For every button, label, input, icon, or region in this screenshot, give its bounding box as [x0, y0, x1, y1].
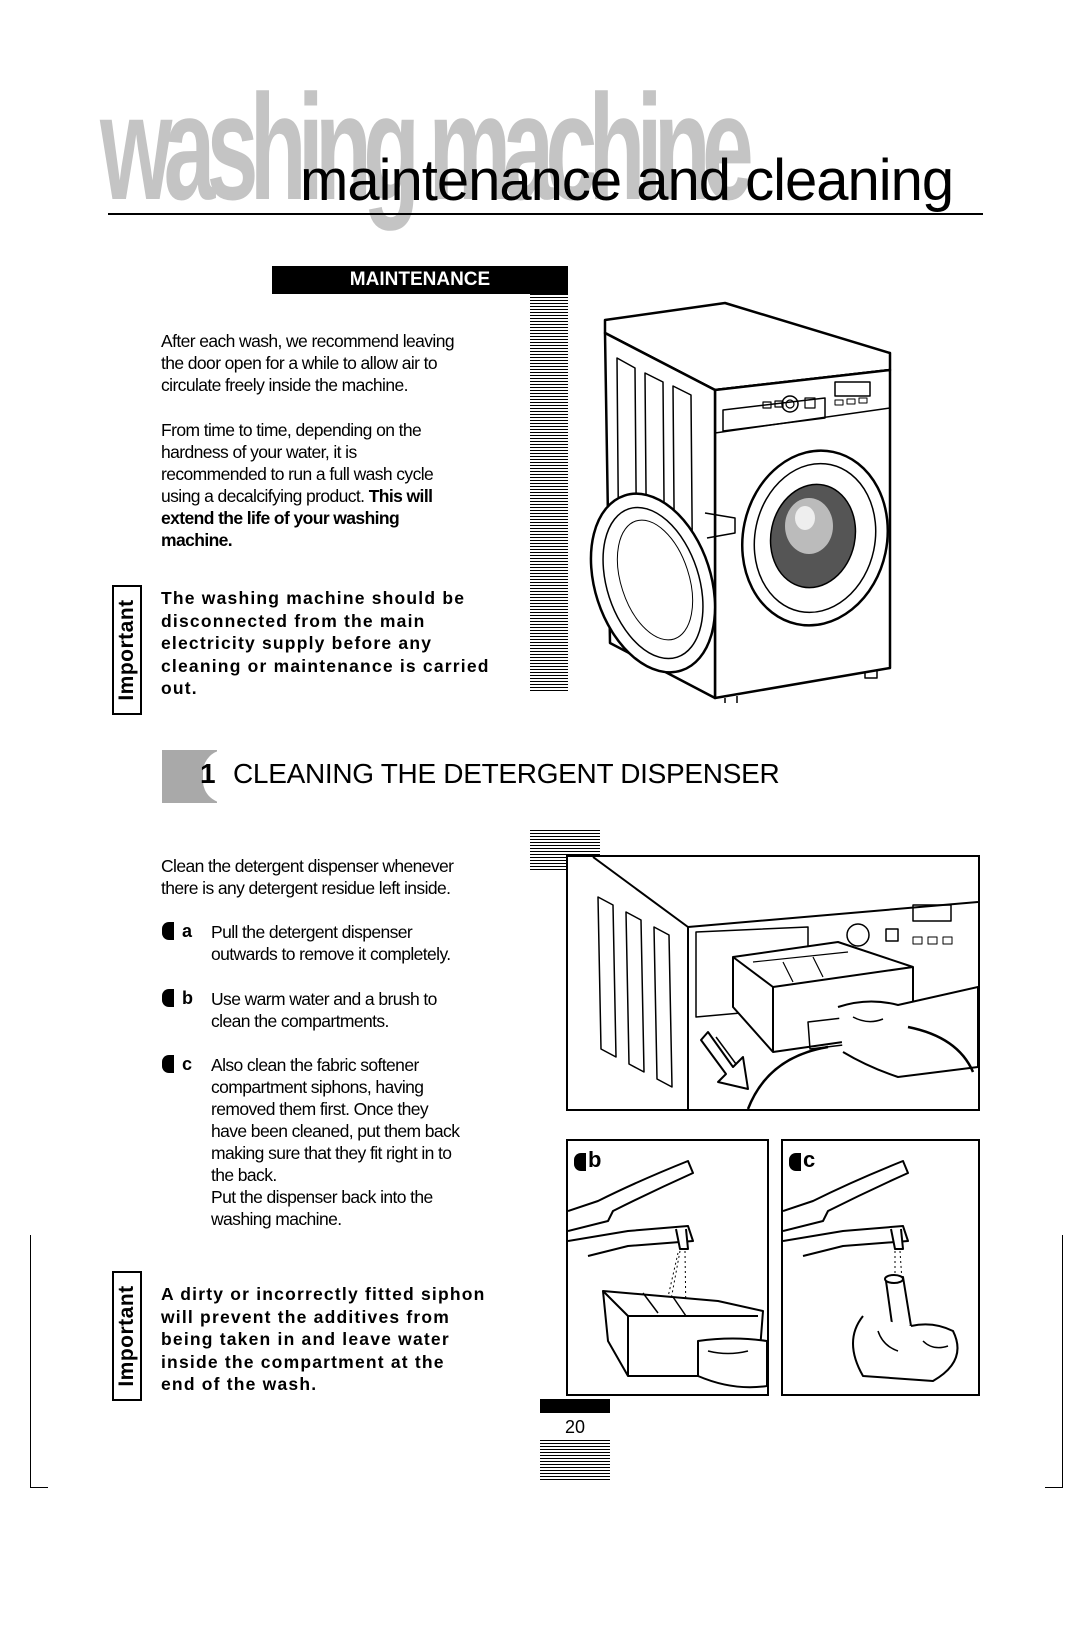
- step-marker-b: [162, 989, 174, 1007]
- dispenser-drawing: [592, 857, 978, 1109]
- step-marker-c: [162, 1055, 174, 1073]
- step-letter-b: b: [182, 988, 193, 1008]
- text-line: Pull the detergent dispenser: [211, 922, 413, 942]
- text-line: washing machine.: [211, 1209, 342, 1229]
- text-line: the door open for a while to allow air t…: [161, 353, 438, 373]
- crop-mark: [30, 1487, 48, 1488]
- illustration-washing-siphon: c: [781, 1139, 980, 1396]
- step-letter-a: a: [182, 921, 193, 941]
- illustration-label-b: b: [588, 1147, 602, 1172]
- important-label-box: Important: [112, 1271, 142, 1401]
- text-line: the back.: [211, 1165, 277, 1185]
- text-line: compartment siphons, having: [211, 1077, 424, 1097]
- text-line: inside the compartment at the: [161, 1351, 445, 1372]
- important-note-maintenance: The washing machine should be disconnect…: [161, 587, 506, 700]
- text-line: end of the wash.: [161, 1374, 318, 1394]
- text-line: being taken in and leave water: [161, 1329, 450, 1349]
- illustration-marker-b: [574, 1153, 586, 1171]
- text-line: using a decalcifying product. This will: [161, 485, 506, 507]
- illustration-marker-c: [789, 1153, 801, 1171]
- bold-text-line: machine.: [161, 530, 233, 550]
- text-line: outwards to remove it completely.: [211, 944, 451, 964]
- text-line: A dirty or incorrectly fitted siphon: [161, 1284, 486, 1304]
- tap-drawing-c: [783, 1160, 959, 1382]
- page-number: 20: [564, 1417, 586, 1437]
- section-number: 1: [200, 758, 216, 789]
- maintenance-paragraph-1: After each wash, we recommend leaving th…: [161, 330, 501, 396]
- cleaning-intro: Clean the detergent dispenser whenever t…: [161, 855, 506, 899]
- text-line: The washing machine should be: [161, 588, 466, 608]
- step-b-text: Use warm water and a brush to clean the …: [211, 988, 511, 1032]
- title-watermark: washing machine: [100, 63, 754, 231]
- illustration-label-c: c: [803, 1147, 816, 1172]
- important-note-siphon: A dirty or incorrectly fitted siphon wil…: [161, 1283, 506, 1396]
- text-line: cleaning or maintenance is carried: [161, 655, 490, 676]
- text-line: will prevent the additives from: [161, 1306, 451, 1327]
- text-line: clean the compartments.: [211, 1011, 389, 1031]
- text-line: Also clean the fabric softener: [211, 1055, 419, 1075]
- crop-mark: [30, 1235, 31, 1487]
- text-line: recommended to run a full wash cycle: [161, 464, 434, 484]
- text-line: Put the dispenser back into the: [211, 1187, 433, 1207]
- maintenance-paragraph-2: From time to time, depending on the hard…: [161, 419, 506, 551]
- page-title: maintenance and cleaning: [300, 148, 954, 213]
- heading-separator: [203, 750, 225, 803]
- page-number-bar: [540, 1399, 610, 1413]
- important-label-box: Important: [112, 585, 142, 715]
- text-line: have been cleaned, put them back: [211, 1121, 460, 1141]
- step-marker-a: [162, 922, 174, 940]
- important-label: Important: [115, 1285, 138, 1387]
- step-c-text: Also clean the fabric softener compartme…: [211, 1054, 516, 1230]
- text-span: using a decalcifying product.: [161, 486, 369, 506]
- hatch-strip-top: [530, 294, 568, 692]
- hatch-strip-bottom: [540, 1440, 610, 1482]
- text-line: From time to time, depending on the: [161, 420, 422, 440]
- tap-drawing-b: [568, 1160, 767, 1389]
- text-line: disconnected from the main: [161, 610, 426, 631]
- text-line: removed them first. Once they: [211, 1099, 429, 1119]
- step-letter-c: c: [182, 1054, 193, 1074]
- text-line: electricity supply before any: [161, 633, 433, 653]
- text-line: making sure that they fit right in to: [211, 1143, 452, 1163]
- step-a-text: Pull the detergent dispenser outwards to…: [211, 921, 511, 965]
- crop-mark: [1045, 1487, 1063, 1488]
- text-line: hardness of your water, it is: [161, 442, 357, 462]
- important-label: Important: [115, 599, 138, 701]
- text-line: there is any detergent residue left insi…: [161, 878, 451, 898]
- title-rule: [108, 213, 983, 215]
- bold-text: This will: [368, 486, 433, 506]
- text-line: circulate freely inside the machine.: [161, 375, 408, 395]
- washing-machine-illustration: [589, 301, 892, 703]
- text-line: After each wash, we recommend leaving: [161, 331, 455, 351]
- crop-mark: [1062, 1235, 1063, 1487]
- section-heading: CLEANING THE DETERGENT DISPENSER: [233, 758, 780, 789]
- text-line: out.: [161, 678, 198, 698]
- illustration-washing-compartments: b: [566, 1139, 769, 1396]
- illustration-dispenser-removal: [566, 855, 980, 1111]
- bold-text-line: extend the life of your washing: [161, 508, 400, 528]
- section-header-maintenance: MAINTENANCE: [272, 266, 568, 294]
- text-line: Use warm water and a brush to: [211, 989, 437, 1009]
- text-line: Clean the detergent dispenser whenever: [161, 856, 454, 876]
